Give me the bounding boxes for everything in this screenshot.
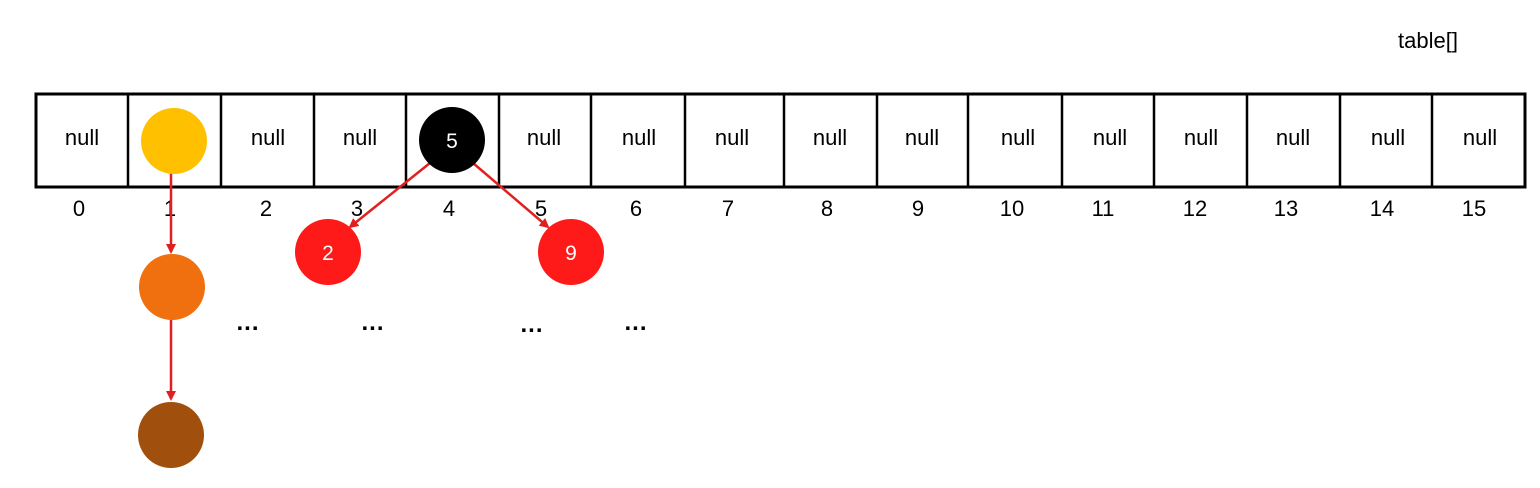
index-label-3: 3	[351, 196, 363, 221]
table-cell-5: null	[527, 125, 561, 150]
tree-node-left-label: 2	[322, 242, 334, 265]
list-node-third	[138, 402, 204, 468]
tree-node-root-label: 5	[446, 130, 458, 153]
index-label-2: 2	[260, 196, 272, 221]
index-label-4: 4	[443, 196, 455, 221]
table-dividers	[126, 94, 1434, 187]
table-cell-12: null	[1184, 125, 1218, 150]
ellipsis-1: ...	[236, 309, 259, 336]
table-cell-15: null	[1463, 125, 1497, 150]
index-label-12: 12	[1183, 196, 1207, 221]
ellipsis-3: ...	[520, 311, 543, 338]
index-label-11: 11	[1092, 196, 1115, 221]
table-cell-14: null	[1371, 125, 1405, 150]
tree-edge-right	[472, 162, 550, 229]
tree-node-root	[419, 107, 485, 173]
table-cell-3: null	[343, 125, 377, 150]
table-indices: 0 1 2 3 4 5 6 7 8 9 10 11 12 13 14 15	[73, 196, 1486, 221]
table-cell-2: null	[251, 125, 285, 150]
table-cell-11: null	[1093, 125, 1127, 150]
index-label-0: 0	[73, 196, 85, 221]
table-cell-10: null	[1001, 125, 1035, 150]
table-cell-13: null	[1276, 125, 1310, 150]
table-cell-0: null	[65, 125, 99, 150]
list-node-head	[141, 108, 207, 174]
table-cell-7: null	[715, 125, 749, 150]
index-label-9: 9	[912, 196, 924, 221]
tree-edge-left	[348, 162, 431, 229]
table-cell-6: null	[622, 125, 656, 150]
index-label-8: 8	[821, 196, 833, 221]
table-cell-9: null	[905, 125, 939, 150]
ellipsis-4: ...	[624, 309, 647, 336]
index-label-15: 15	[1462, 196, 1486, 221]
ellipsis-2: ...	[361, 309, 384, 336]
index-label-6: 6	[630, 196, 642, 221]
index-label-5: 5	[535, 196, 547, 221]
index-label-7: 7	[722, 196, 734, 221]
table-cells: null null null null null null null null …	[65, 125, 1497, 150]
index-label-13: 13	[1274, 196, 1298, 221]
table-title: table[]	[1398, 28, 1458, 53]
tree-node-right	[538, 219, 604, 285]
tree-node-left	[295, 219, 361, 285]
list-node-second	[139, 254, 205, 320]
table-cell-8: null	[813, 125, 847, 150]
index-label-14: 14	[1370, 196, 1394, 221]
index-label-10: 10	[1000, 196, 1024, 221]
tree-node-right-label: 9	[565, 242, 577, 265]
table-outer-border	[34, 92, 1527, 189]
